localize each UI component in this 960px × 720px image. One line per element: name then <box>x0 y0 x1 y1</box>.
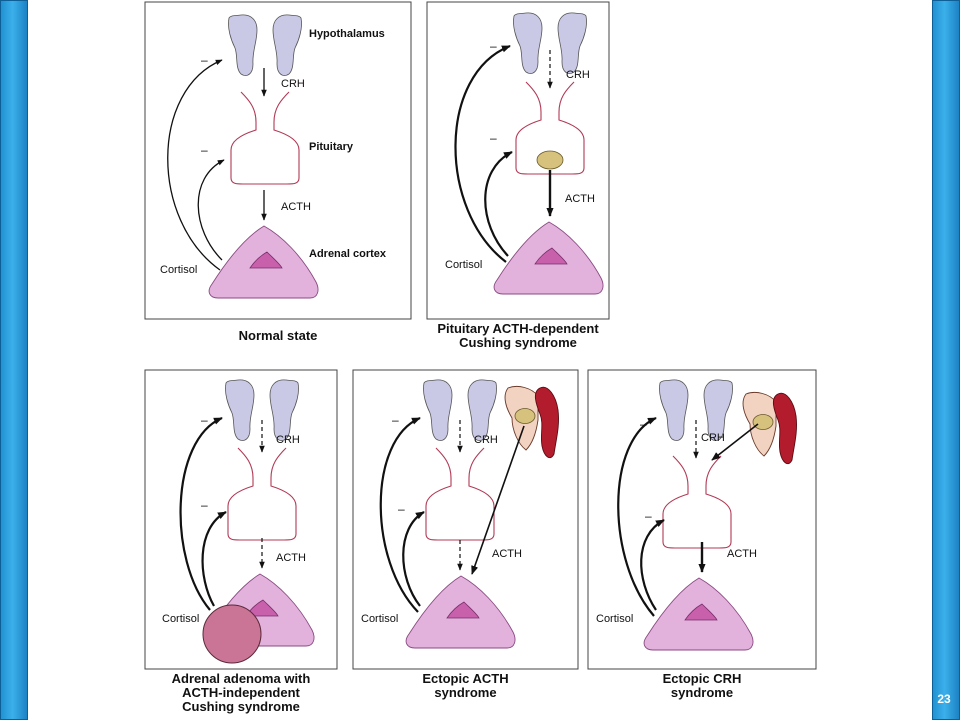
feedback-pituitary-arrow <box>640 519 665 611</box>
minus-sign: – <box>392 413 399 427</box>
minus-sign: – <box>645 509 652 523</box>
feedback-pituitary-arrow <box>402 511 425 607</box>
caption-normal-state: Normal state <box>238 328 318 343</box>
crh-label: CRH <box>276 434 300 446</box>
adrenal-adenoma <box>202 604 262 664</box>
panel-pituitary-acth-dependent: – – CRH ACTH Cortisol <box>426 1 610 320</box>
caption-ectopic-acth: Ectopic ACTH syndrome <box>422 671 509 700</box>
panel-ectopic-acth: – – CRH ACTH Cortisol <box>352 369 579 670</box>
panel-adrenal-adenoma: – – CRH ACTH Cortisol <box>144 369 338 670</box>
cortisol-label: Cortisol <box>361 613 398 625</box>
minus-sign: – <box>398 502 405 516</box>
caption-adrenal-adenoma: Adrenal adenoma with ACTH-independent Cu… <box>171 671 311 714</box>
caption-pituitary-acth-dependent: Pituitary ACTH-dependent Cushing syndrom… <box>437 321 599 350</box>
acth-label: ACTH <box>565 193 595 205</box>
minus-sign: – <box>201 53 208 67</box>
hypothalamus-label: Hypothalamus <box>309 28 385 40</box>
cortisol-label: Cortisol <box>445 259 482 271</box>
feedback-hypothalamus-arrow <box>179 416 223 611</box>
acth-label: ACTH <box>727 548 757 560</box>
crh-label: CRH <box>474 434 498 446</box>
acth-label: ACTH <box>281 201 311 213</box>
panel-normal-state: – – Hypothalamus CRH Pituitary ACTH Adre… <box>144 1 412 320</box>
cortisol-label: Cortisol <box>162 613 199 625</box>
cortisol-label: Cortisol <box>160 264 197 276</box>
minus-sign: – <box>201 498 208 512</box>
minus-sign: – <box>490 39 497 53</box>
crh-label: CRH <box>566 69 590 81</box>
left-decorative-bar <box>0 0 28 720</box>
cortisol-label: Cortisol <box>596 613 633 625</box>
crh-label: CRH <box>701 432 725 444</box>
pituitary-label: Pituitary <box>309 141 354 153</box>
minus-sign: – <box>201 143 208 157</box>
crh-label: CRH <box>281 78 305 90</box>
panel-ectopic-crh: – – CRH ACTH Cortisol <box>587 369 817 670</box>
feedback-hypothalamus-arrow <box>454 44 511 263</box>
acth-label: ACTH <box>276 552 306 564</box>
ectopic-crh-arrow <box>711 423 759 461</box>
minus-sign: – <box>490 131 497 145</box>
feedback-hypothalamus-arrow <box>617 416 657 617</box>
feedback-pituitary-arrow <box>197 159 225 261</box>
minus-sign: – <box>640 417 647 431</box>
caption-ectopic-crh: Ectopic CRH syndrome <box>662 671 742 700</box>
feedback-pituitary-arrow <box>484 151 513 257</box>
right-decorative-bar <box>932 0 960 720</box>
feedback-pituitary-arrow <box>201 511 227 607</box>
acth-label: ACTH <box>492 548 522 560</box>
adrenal-cortex-label: Adrenal cortex <box>309 248 387 260</box>
page-number: 23 <box>937 692 951 706</box>
feedback-hypothalamus-arrow <box>379 416 421 613</box>
minus-sign: – <box>201 413 208 427</box>
ectopic-acth-arrow <box>471 425 525 575</box>
feedback-hypothalamus-arrow <box>167 59 223 271</box>
pituitary-tumor <box>536 150 564 170</box>
